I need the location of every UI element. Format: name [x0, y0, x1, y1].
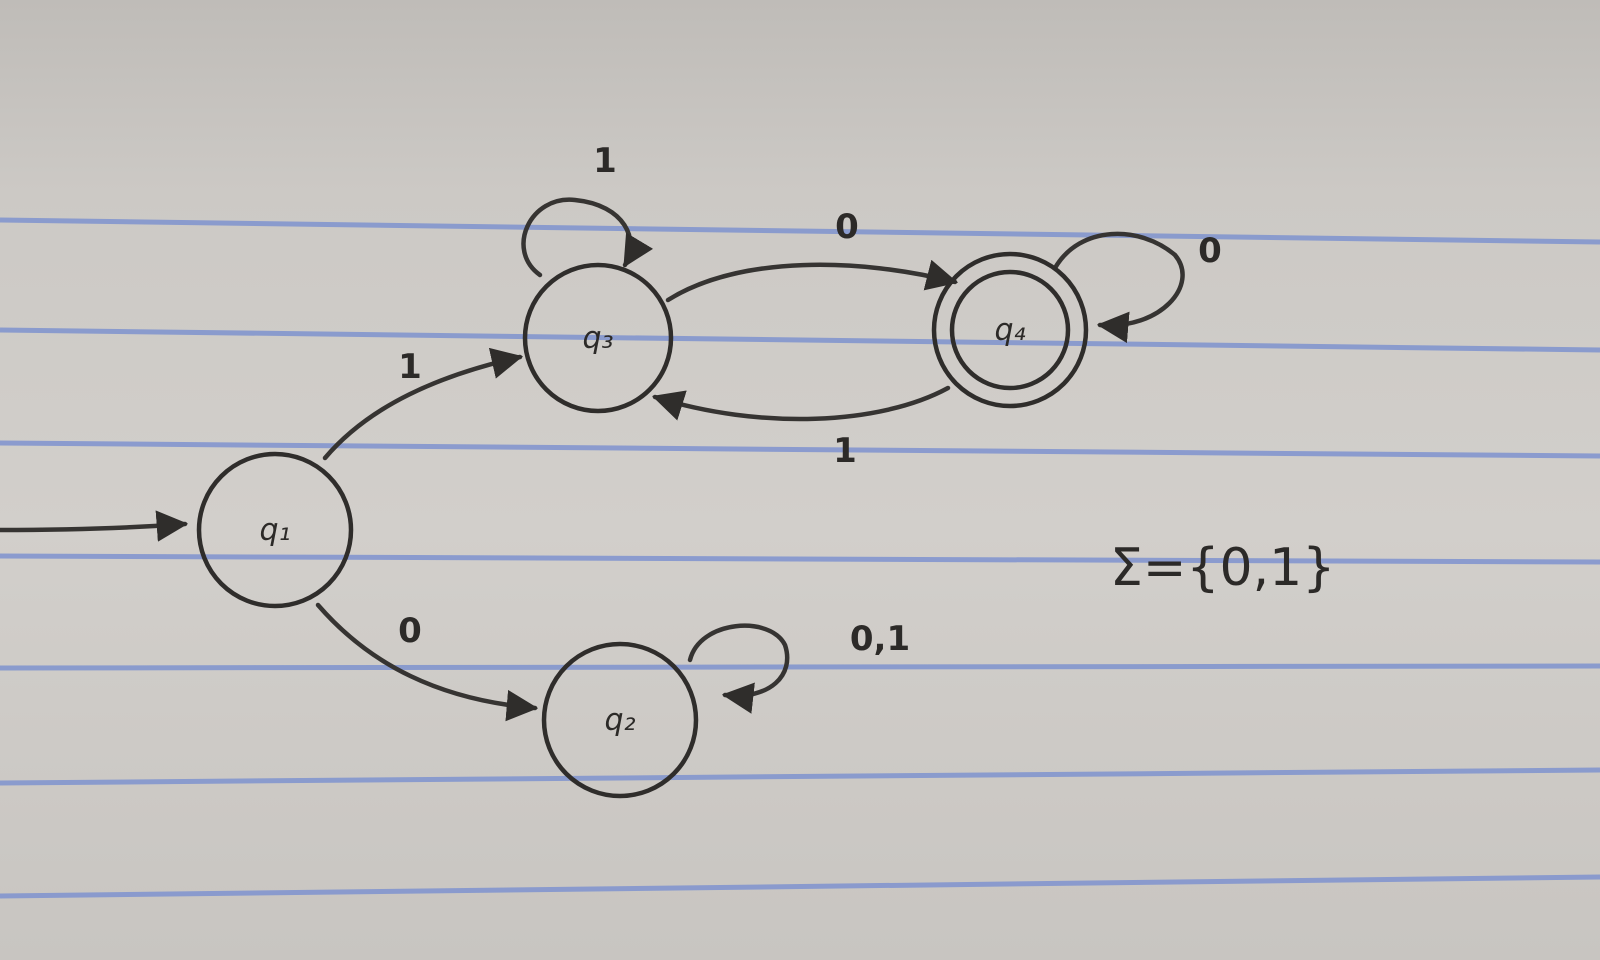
edge-q2-q2-loop [687, 623, 790, 714]
edge-q1-q3 [322, 347, 524, 461]
edge-q4-q3 [651, 385, 951, 422]
rule-lines [0, 217, 1600, 899]
edge-q3-q4 [665, 259, 959, 303]
edge-q3-q3-loop [521, 197, 654, 278]
label-q3-q4: 0 [835, 207, 859, 247]
state-q4-label: q₄ [994, 313, 1025, 348]
start-arrow [0, 510, 189, 542]
state-q1: q₁ [196, 451, 354, 609]
edge-q4-q4-loop [1052, 231, 1185, 344]
state-q2-label: q₂ [604, 703, 635, 738]
state-q3: q₃ [522, 262, 674, 414]
label-q1-q3: 1 [398, 347, 422, 387]
state-q1-label: q₁ [259, 513, 290, 548]
label-q4-q3: 1 [833, 431, 857, 471]
state-q3-label: q₃ [582, 321, 613, 356]
state-q4-inner-circle [949, 269, 1071, 391]
label-q1-q2: 0 [398, 611, 422, 651]
alphabet-definition: Σ={0,1} [1110, 538, 1335, 598]
state-q4-outer-circle [931, 251, 1089, 409]
label-q4-loop: 0 [1198, 231, 1222, 271]
label-q3-loop: 1 [593, 141, 617, 181]
edge-q1-q2 [315, 602, 539, 722]
state-q4: q₄ [931, 251, 1089, 409]
state-q2: q₂ [541, 641, 699, 799]
label-q2-loop: 0,1 [850, 619, 910, 659]
state-q2-circle [541, 641, 699, 799]
state-q3-circle [522, 262, 674, 414]
state-q1-circle [196, 451, 354, 609]
